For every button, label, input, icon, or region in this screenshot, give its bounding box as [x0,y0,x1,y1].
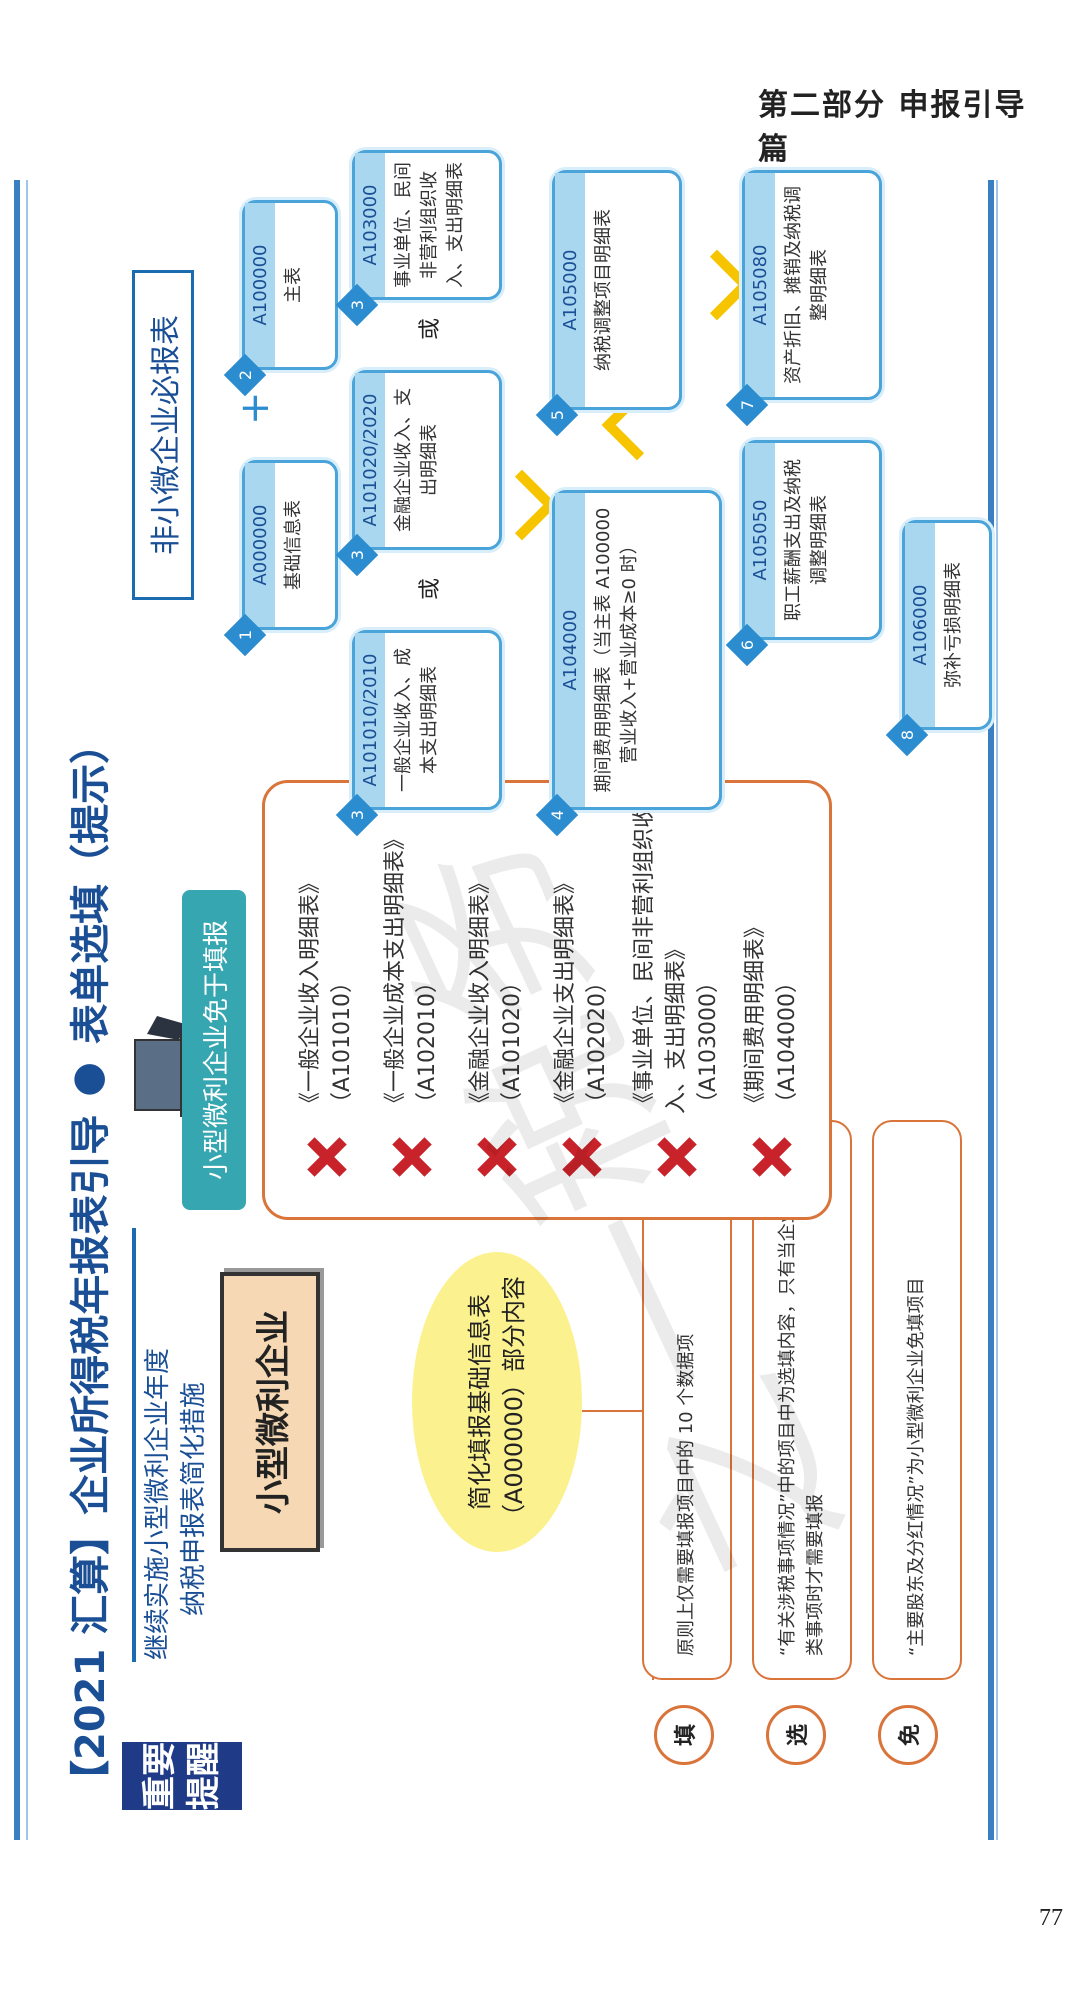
card-a104000: A104000 期间费用明细表（当主表 A100000 营业收入+营业成本≥0 … [552,490,722,810]
step-number: 8 [897,729,917,741]
cross-icon [562,1137,602,1177]
step-number: 6 [737,639,757,651]
title-dot: ● [64,1061,110,1097]
card-code: A101010/2010 [355,633,385,807]
cross-icon [392,1137,432,1177]
tag-exempt: 免 [878,1705,938,1765]
card-desc: 金融企业收入、支出明细表 [393,388,440,532]
title-main: 企业所得税年报表引导 [68,1114,114,1515]
flow-header: 非小微企业必报表 [132,270,194,600]
badge-line2: 提醒 [184,1742,224,1810]
step-number: 5 [547,409,567,421]
step-number: 3 [347,299,367,311]
cross-icon [307,1137,347,1177]
plus-sign: + [232,391,278,425]
card-code: A104000 [555,493,585,807]
exempt-code: （A103000） [696,970,721,1114]
card-a106000: A106000 弥补亏损明细表 [902,520,992,730]
card-desc: 主表 [283,267,304,303]
step-number: 7 [737,399,757,411]
or-label: 或 [418,317,443,340]
tag-select: 选 [766,1705,826,1765]
card-code: A105050 [745,443,775,637]
card-desc: 纳税调整项目明细表 [593,209,614,371]
step-number: 1 [235,629,255,641]
card-desc: 职工薪酬支出及纳税调整明细表 [783,459,830,621]
right-border-line [988,180,994,1840]
step-number: 3 [347,809,367,821]
card-desc: 事业单位、民间非营利组织收入、支出明细表 [393,162,466,288]
card-code: A106000 [905,523,935,727]
exempt-row: 《一般企业成本支出明细表》（A102010） [377,800,447,1180]
left-border-line [14,180,20,1840]
right-border-thin [996,180,998,1840]
exempt-row: 《事业单位、民间非营利组织收入、支出明细表》（A103000） [632,800,722,1180]
card-desc: 弥补亏损明细表 [943,562,964,688]
exempt-row: 《期间费用明细表》 （A104000） [737,800,807,1180]
exempt-item: “主要股东及分红情况”为小型微利企业免填项目 [872,1120,962,1680]
card-desc: 基础信息表 [283,500,304,590]
page-title: 【2021 汇算】 企业所得税年报表引导 ● 表单选填（提示） [42,160,132,1800]
card-a105000: A105000 纳税调整项目明细表 [552,170,682,410]
exempt-row: 《金融企业收入明细表》（A101020） [462,800,532,1180]
cross-icon [657,1137,697,1177]
card-code: A105080 [745,173,775,397]
card-a101010: A101010/2010 一般企业收入、成本支出明细表 [352,630,502,810]
left-border-thin [26,180,28,1840]
exempt-header: 小型微利企业免于填报 [182,890,246,1210]
note-line1: 继续实施小型微利企业年度 [143,1347,173,1660]
tag-fill: 填 [654,1705,714,1765]
exempt-row: 《金融企业支出明细表》（A102020） [547,800,617,1180]
card-a103000: A103000 事业单位、民间非营利组织收入、支出明细表 [352,150,502,300]
reminder-note: 继续实施小型微利企业年度 纳税申报表简化措施 [140,1240,212,1660]
card-a105050: A105050 职工薪酬支出及纳税调整明细表 [742,440,882,640]
exempt-name: 《期间费用明细表》 [743,915,768,1114]
badge-line1: 重要 [140,1742,180,1810]
section-header: 第二部分 申报引导篇 [758,88,1027,167]
card-a101020: A101020/2020 金融企业收入、支出明细表 [352,370,502,550]
step-number: 3 [347,549,367,561]
cross-icon [752,1137,792,1177]
note-line2: 纳税申报表简化措施 [179,1381,209,1616]
card-a000000: A000000 基础信息表 [242,460,338,630]
page-number: 77 [1039,1905,1063,1931]
or-label: 或 [418,577,443,600]
step-number: 2 [235,369,255,381]
card-a105080: A105080 资产折旧、摊销及纳税调整明细表 [742,170,882,400]
oval-line1: 简化填报基础信息表 [466,1294,494,1510]
card-code: A000000 [245,463,275,627]
card-code: A103000 [355,153,385,297]
card-a100000: A100000 主表 [242,200,338,370]
card-desc: 一般企业收入、成本支出明细表 [393,648,440,792]
card-desc: 期间费用明细表（当主表 A100000 营业收入+营业成本≥0 时） [593,507,640,793]
small-firm-label: 小型微利企业 [220,1272,320,1552]
card-code: A100000 [245,203,275,367]
cross-icon [477,1137,517,1177]
card-desc: 资产折旧、摊销及纳税调整明细表 [783,186,830,384]
note-bracket [132,1228,136,1662]
card-code: A101020/2020 [355,373,385,547]
card-code: A105000 [555,173,585,407]
rotated-content: 【2021 汇算】 企业所得税年报表引导 ● 表单选填（提示） 重要 提醒 继续… [42,150,1022,1810]
exempt-row: 《一般企业收入明细表》（A101010） [292,800,362,1180]
important-reminder-badge: 重要 提醒 [122,1742,242,1810]
title-prefix: 【2021 汇算】 [68,1514,114,1800]
title-sub: 表单选填（提示） [68,723,114,1044]
exempt-code: （A104000） [775,970,800,1114]
